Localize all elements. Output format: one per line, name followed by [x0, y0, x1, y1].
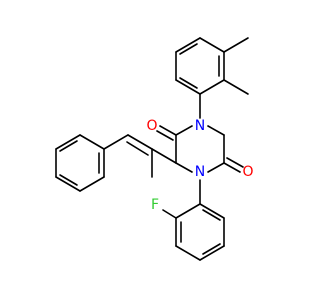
bond-ar3-c6-c1	[79, 134, 105, 150]
bond-alkene-phenyl	[103, 134, 129, 150]
bond-c2-o-a	[159, 125, 177, 136]
bond-alkene-double-b	[126, 141, 149, 156]
bond-ar3-inner-c	[59, 140, 78, 152]
atom-o-upper-label: O	[146, 118, 157, 134]
bond-c5-o-a	[223, 162, 241, 173]
bond-ar3-c2-c3	[79, 176, 105, 192]
atom-f-label: F	[151, 197, 159, 213]
bond-ar2-c1-c2	[199, 203, 225, 219]
bond-ar2-c-f	[162, 209, 177, 219]
bond-ar1-c1-c2	[199, 79, 225, 95]
bond-n1-c6	[207, 125, 225, 136]
atom-labels: N N O O F	[146, 118, 253, 213]
bond-ar1-inner-b	[179, 43, 198, 55]
bond-c2-o-b	[156, 130, 174, 141]
bond-c5-o-b	[226, 157, 244, 168]
bond-ar2-inner-a	[202, 209, 221, 221]
atom-o-lower-label: O	[242, 164, 253, 180]
bond-ar1-c3-c4	[199, 37, 225, 53]
bond-ar3-inner-b	[59, 174, 78, 186]
bond-ar2-inner-b	[202, 243, 221, 255]
bond-ar1-c4-c5	[175, 37, 201, 53]
bond-ar1-inner-c	[179, 77, 198, 89]
atom-n4-label: N	[195, 164, 205, 180]
bond-c5-n4	[207, 162, 225, 173]
chemical-structure-drawing: N N O O F	[55, 37, 254, 261]
bond-ar2-c4-c5	[175, 245, 201, 261]
bond-ar3-c5-c6	[55, 134, 81, 150]
bond-c3-alkene-c	[151, 148, 177, 164]
bond-alkene-double-a	[127, 134, 153, 150]
bond-n4-c3	[175, 162, 193, 173]
bond-ar2-c3-c4	[199, 245, 225, 261]
bond-ar1-methyl-2	[223, 79, 249, 95]
bond-ar1-c6-c1	[175, 79, 201, 95]
bond-ar2-c6-c1	[175, 203, 201, 219]
bond-n1-c2	[175, 125, 193, 136]
bond-ar3-c3-c4	[55, 176, 81, 192]
bonds	[55, 37, 249, 261]
atom-n1-label: N	[195, 118, 205, 134]
bond-ar1-methyl-3	[223, 37, 249, 53]
